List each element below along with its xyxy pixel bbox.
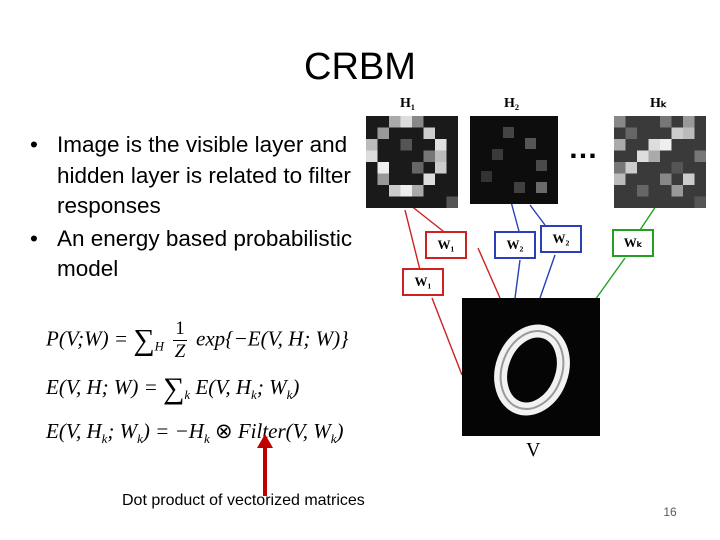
eq2-term-sub2: k [286,387,293,402]
eq3-lhs: E(V, H [46,419,102,443]
eq3-lhs-mid: ; W [107,419,138,443]
convolution-operator: ⊗ [214,419,233,443]
hidden-label-h1: H₁ [400,96,416,111]
eq1-rhs: exp{−E(V, H; W)} [196,326,349,351]
visible-label-v: V [526,439,541,461]
eq1-frac-num: 1 [173,318,187,341]
eq1-lhs: P(V;W) = [46,326,128,351]
slide-title: CRBM [304,46,416,88]
eq3-h-sub: k [203,431,210,446]
eq2-term-mid: ; W [256,375,287,399]
eq3-lhs-end: ) = −H [142,419,204,443]
hidden-feature-map-h2 [470,116,558,204]
eq2-lhs: E(V, H; W) = [46,375,158,399]
eq3-rhs-sub: k [330,431,337,446]
weight-box-w2: W₂ [494,231,536,259]
eq2-term: E(V, H [195,375,252,399]
bullet-item-visible-layer: Image is the visible layer and hidden la… [30,130,370,222]
equation-probability: P(V;W) = ∑H 1 Z exp{−E(V, H; W)} [46,318,348,363]
sum-symbol: ∑ [163,372,185,405]
eq2-term-end: ) [292,375,300,399]
hidden-label-h2: H₂ [504,96,520,111]
callout-text: Dot product of vectorized matrices [122,492,365,509]
weight-box-w2-alt: W₂ [540,225,582,253]
weight-box-wk: Wₖ [612,229,654,257]
eq3-lhs-sub: k [101,431,108,446]
hidden-label-hk: Hₖ [650,96,667,111]
eq1-sum-sub: H [154,338,165,354]
eq1-frac-den: Z [174,341,186,362]
eq2-term-sub: k [251,387,257,402]
visible-layer-digit-image [462,298,600,436]
callout-arrow [257,434,273,496]
equation-energy: E(V, H; W) = ∑k E(V, Hk; Wk) [46,374,299,408]
equation-filter: E(V, Hk; Wk) = −Hk ⊗ Filter(V, Wk) [46,418,344,452]
eq3-rhs: Filter(V, W [237,419,331,443]
hidden-feature-map-hk [614,116,706,208]
weight-box-w1: W₁ [425,231,467,259]
eq1-fraction: 1 Z [173,318,187,363]
bullet-item-energy-model: An energy based probabilistic model [30,224,370,285]
page-number: 16 [663,505,677,519]
eq2-sum-sub: k [184,387,191,402]
eq3-rhs-end: ) [336,419,344,443]
ellipsis: … [568,132,598,165]
weight-box-w1-lower: W₁ [402,268,444,296]
bullet-list: Image is the visible layer and hidden la… [30,130,370,285]
sum-symbol: ∑ [133,323,155,357]
eq3-lhs-sub2: k [137,431,143,446]
hidden-feature-map-h1 [366,116,458,208]
